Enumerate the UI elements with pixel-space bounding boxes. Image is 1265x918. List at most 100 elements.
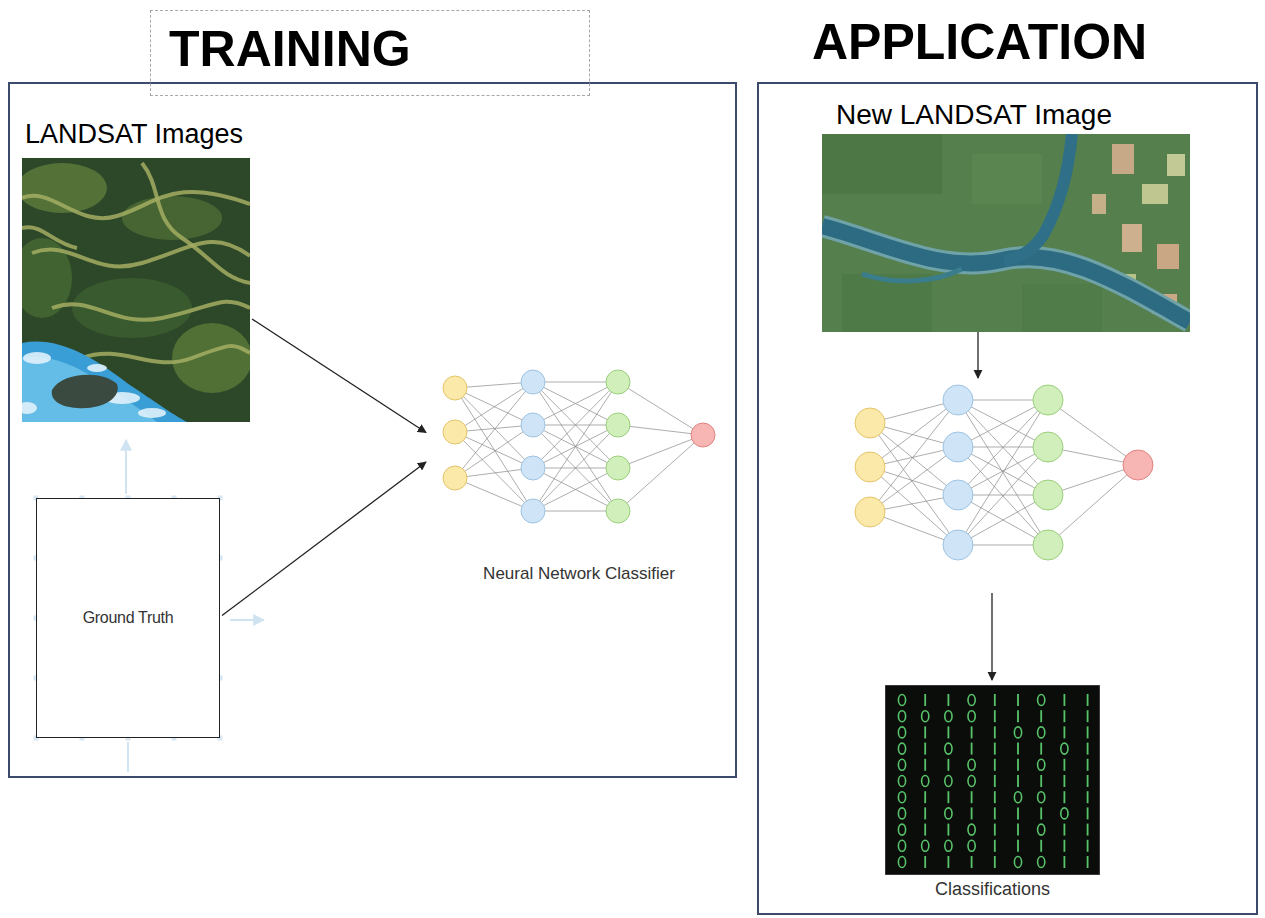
binary-zero	[968, 776, 975, 787]
nn-neuron	[1033, 480, 1063, 510]
nn-neuron	[855, 408, 885, 438]
nn-neuron	[606, 413, 630, 437]
binary-one	[994, 791, 996, 803]
binary-zero	[968, 824, 975, 835]
nn-neuron	[443, 376, 467, 400]
binary-zero	[898, 759, 905, 770]
flow-arrow	[991, 593, 992, 680]
binary-one	[1017, 824, 1019, 836]
river	[862, 269, 962, 281]
binary-one	[1087, 791, 1089, 803]
binary-zero	[945, 808, 952, 819]
nn-link	[455, 388, 533, 511]
nn-link	[533, 468, 618, 511]
binary-zero	[968, 711, 975, 722]
binary-one	[1064, 694, 1066, 706]
nn-neuron	[943, 480, 973, 510]
binary-one	[924, 856, 926, 868]
binary-one	[994, 759, 996, 771]
binary-one	[1087, 840, 1089, 852]
binary-zero	[922, 840, 929, 851]
nn-neuron	[1123, 450, 1153, 480]
binary-one	[1064, 775, 1066, 787]
binary-zero	[1014, 857, 1021, 868]
binary-one	[971, 807, 973, 819]
nn-neuron	[855, 497, 885, 527]
binary-zero	[1038, 727, 1045, 738]
binary-one	[994, 840, 996, 852]
surf-foam	[23, 352, 51, 364]
binary-one	[1040, 775, 1042, 787]
surf-foam	[22, 402, 37, 414]
nn-link	[455, 432, 533, 468]
nn-link	[1048, 400, 1138, 465]
binary-zero	[898, 727, 905, 738]
nn-link	[618, 425, 703, 435]
binary-one	[1017, 710, 1019, 722]
binary-one	[994, 807, 996, 819]
land-streak	[22, 192, 250, 218]
nn-link	[533, 382, 618, 425]
binary-zero	[1014, 792, 1021, 803]
binary-one	[948, 694, 950, 706]
nn-neuron	[606, 499, 630, 523]
binary-zero	[898, 695, 905, 706]
binary-one	[924, 824, 926, 836]
river	[1004, 134, 1072, 261]
land-patch	[972, 154, 1042, 204]
binary-zero	[922, 776, 929, 787]
land-streak	[22, 227, 77, 248]
figure-picture	[428, 355, 730, 560]
nn-link	[1048, 465, 1138, 545]
binary-one	[1064, 856, 1066, 868]
nn-neuron	[1033, 385, 1063, 415]
binary-one	[1017, 840, 1019, 852]
faint-arrow	[230, 619, 264, 621]
binary-one	[1087, 856, 1089, 868]
binary-zero	[898, 711, 905, 722]
nn-link	[533, 511, 618, 512]
binary-one	[1064, 840, 1066, 852]
nn-neuron	[521, 456, 545, 480]
nn-neuron	[855, 452, 885, 482]
binary-one	[1064, 824, 1066, 836]
figure-caption: Neural Network Classifier	[483, 564, 675, 584]
island	[52, 375, 118, 408]
binary-zero	[1038, 792, 1045, 803]
section-heading: LANDSAT Images	[25, 118, 243, 150]
coast-water	[22, 342, 187, 422]
coast-water-light	[22, 357, 157, 422]
faint-arrow	[127, 742, 129, 772]
binary-one	[994, 743, 996, 755]
binary-zero	[1038, 695, 1045, 706]
binary-one	[1087, 759, 1089, 771]
nn-neuron	[943, 530, 973, 560]
screen	[885, 685, 1100, 875]
binary-one	[1087, 726, 1089, 738]
nn-neuron	[943, 385, 973, 415]
binary-one	[994, 726, 996, 738]
field	[1092, 194, 1106, 214]
satellite-image: LANDSAT Images	[22, 158, 250, 422]
binary-zero	[968, 759, 975, 770]
binary-zero	[1014, 727, 1021, 738]
binary-one	[994, 694, 996, 706]
figure-caption: Classifications	[935, 879, 1050, 901]
binary-one	[1064, 726, 1066, 738]
land-streak	[82, 346, 250, 362]
binary-one	[948, 726, 950, 738]
binary-one	[948, 824, 950, 836]
land-streak	[52, 302, 250, 320]
binary-zero	[945, 776, 952, 787]
binary-one	[1064, 759, 1066, 771]
nn-link	[958, 400, 1048, 545]
binary-one	[994, 824, 996, 836]
nn-neuron	[691, 423, 715, 447]
nn-link	[618, 435, 703, 511]
section-heading: TRAINING	[150, 10, 590, 96]
binary-zero	[968, 840, 975, 851]
land-patch	[122, 196, 222, 240]
binary-one	[1087, 824, 1089, 836]
nn-neuron	[521, 413, 545, 437]
